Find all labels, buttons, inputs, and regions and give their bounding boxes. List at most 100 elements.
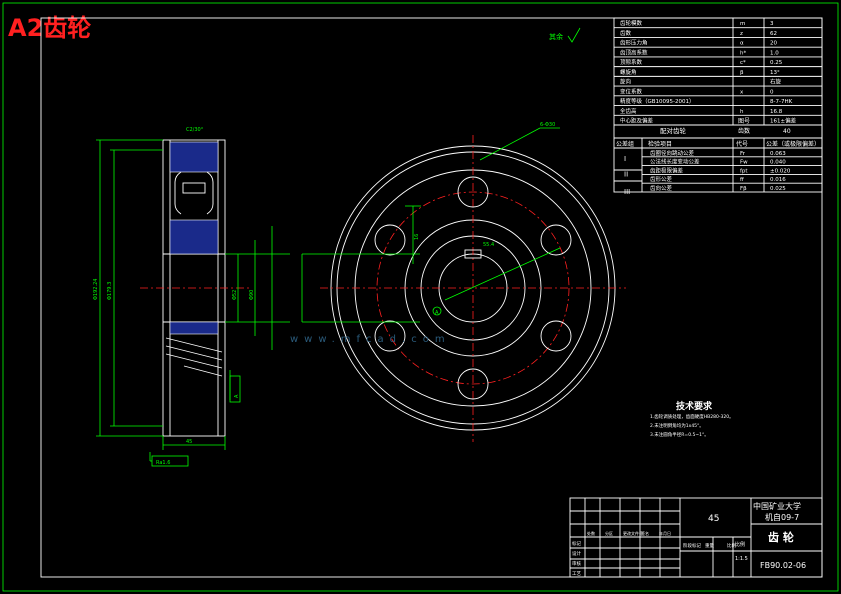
roughness-frame: Ra1.6	[156, 460, 170, 466]
mating-gear-drawing-no: 图号	[738, 118, 750, 125]
mating-gear-teeth-label: 齿数	[738, 127, 750, 135]
gear-param-value: 右旋	[770, 78, 782, 86]
gear-table-rows: 齿轮模数 m 3 齿数 z 62 齿形压力角 α 20 齿顶高系数 h* 1.0 顶隙系数 c* 0.25 螺…	[614, 19, 822, 125]
tech-req-title: 技术要求	[676, 400, 713, 412]
mating-gear-teeth-value: 40	[783, 128, 791, 135]
lightening-holes	[374, 176, 572, 400]
hole-dim: 6-Φ30	[540, 122, 555, 128]
gear-param-symbol: β	[740, 70, 744, 76]
title-block-row-label: 审核	[572, 560, 581, 567]
tolerance-value: 0.016	[770, 177, 786, 183]
tolerance-value: 0.063	[770, 151, 786, 157]
gear-param-name: 变位系数	[620, 87, 643, 95]
tolerance-item: 公法线长度变动公差	[650, 158, 700, 166]
tolerance-code: Fβ	[740, 186, 747, 192]
tolerance-item: 齿距极限偏差	[650, 166, 684, 174]
gear-param-name: 精度等级（GB10095-2001）	[620, 97, 695, 105]
class: 机自09-7	[765, 512, 799, 522]
title-block-col-label: 年月日	[659, 530, 671, 536]
hub-dim: Φ90	[249, 290, 255, 300]
scale-label: 比例	[735, 541, 745, 548]
tolerance-item: 齿圈径向跳动公差	[650, 149, 695, 157]
title-block-col-label: 处数	[587, 530, 595, 536]
gear-param-value: 0.25	[770, 60, 783, 66]
title-block-stage-label: 重量	[705, 542, 714, 549]
gear-param-name: 全齿高	[620, 107, 637, 115]
gear-param-symbol: α	[740, 41, 744, 47]
datum-frame: A	[234, 394, 240, 398]
tolerance-table: 公差组 检验项目 代号 公差（或极限偏差） I 齿圈径向跳动公差 Fr 0.063 公法线长度变…	[614, 138, 822, 196]
gear-param-symbol: h	[740, 109, 744, 115]
chamfer-dim: C2/30°	[186, 127, 204, 133]
roughness-check-icon	[567, 27, 581, 43]
tech-req-line: 2.未注明倒角均为1x45°。	[650, 422, 704, 429]
gear-param-symbol: x	[740, 89, 744, 95]
gear-param-symbol: h*	[740, 50, 746, 56]
tolerance-group: II	[624, 170, 628, 178]
title-block-col-label: 分区	[605, 530, 613, 536]
title-block-col-label: 更改文件号	[623, 530, 643, 536]
root-diameter-dim: Φ179.3	[107, 282, 113, 300]
gear-param-name: 螺旋角	[620, 68, 637, 76]
drawing-number: FB90.02-06	[760, 561, 806, 570]
gear-param-name: 齿形压力角	[620, 39, 648, 47]
tech-req-line: 1.齿轮调质处理，齿面硬度HB280-320。	[650, 413, 734, 420]
gear-param-value: 20	[770, 41, 777, 47]
tolerance-code: Fw	[740, 160, 748, 166]
material: 45	[708, 514, 719, 524]
tolerance-value: 0.040	[770, 160, 786, 166]
gear-param-value: 62	[770, 31, 777, 37]
gear-param-name: 中心距及偏差	[620, 117, 654, 125]
gear-param-symbol: c*	[740, 60, 746, 66]
title-block-row-label: 设计	[572, 550, 581, 557]
title-block-row-label: 标记	[572, 540, 581, 547]
scale-value: 1:1.5	[735, 556, 748, 562]
tolerance-header-cell: 公差组	[616, 140, 634, 148]
title-block-labels: 标记设计审核工艺处数分区更改文件号签名年月日阶段标记重量比例	[572, 530, 736, 577]
tolerance-group: I	[624, 155, 626, 163]
keyway-dim: 55.4	[483, 242, 494, 248]
tolerance-value: ±0.020	[770, 168, 791, 174]
tolerance-group: III	[624, 188, 630, 196]
gear-param-name: 齿数	[620, 29, 632, 37]
tolerance-item: 齿形公差	[650, 175, 673, 183]
gear-param-name: 齿轮模数	[620, 19, 643, 27]
watermark: www.mfcad.com	[290, 334, 451, 345]
gear-parameter-table	[613, 17, 823, 193]
gear-param-name: 顶隙系数	[620, 58, 643, 66]
school: 中国矿业大学	[753, 501, 801, 511]
front-datum: A	[435, 310, 439, 316]
gear-param-value: 3	[770, 21, 774, 27]
side-section-view: Φ192.24 Φ179.3 Φ52 Φ90 C2/30° 45 Ra1.6 A	[93, 127, 290, 467]
width-dim: 45	[186, 439, 192, 445]
gear-param-value: 0	[770, 89, 774, 95]
title-block-row-label: 工艺	[572, 571, 581, 577]
part-name: 齿 轮	[768, 530, 794, 544]
gear-param-name: 齿顶高系数	[620, 48, 648, 56]
tolerance-header-cell: 检验项目	[648, 140, 672, 148]
tolerance-header-cell: 代号	[736, 140, 748, 148]
gear-param-value: 1.0	[770, 50, 779, 56]
gear-param-symbol: z	[740, 31, 743, 37]
title-block-col-label: 签名	[641, 530, 649, 536]
overlay-title: A2齿轮	[8, 14, 92, 42]
gear-param-value: 161±偏差	[770, 117, 797, 125]
keyway-width-dim: 16	[414, 234, 420, 240]
front-view: 55.4 6-Φ30 A 16	[301, 122, 626, 442]
tolerance-code: fpt	[740, 168, 748, 174]
tech-req-line: 3.未注圆角半径R=0.5~1°。	[650, 431, 709, 438]
tolerance-item: 齿向公差	[650, 184, 673, 192]
tolerance-header-cell: 公差（或极限偏差）	[766, 140, 820, 148]
gear-param-value: 16.8	[770, 109, 783, 115]
inner-border	[40, 17, 823, 578]
tolerance-code: Fr	[740, 151, 746, 157]
tech-requirements: 1.齿轮调质处理，齿面硬度HB280-320。 2.未注明倒角均为1x45°。 3.…	[650, 413, 734, 438]
tolerance-code: ff	[740, 177, 744, 183]
mating-gear-label: 配对齿轮	[660, 126, 687, 135]
tip-diameter-dim: Φ192.24	[93, 279, 99, 300]
mating-gear-block: 配对齿轮 图号 齿数 40	[614, 118, 822, 139]
surface-finish-label: 其余	[549, 32, 563, 41]
gear-param-symbol: m	[740, 21, 745, 27]
title-block: 45 中国矿业大学 机自09-7 齿 轮 FB90.02-06 比例 1:1.5	[569, 497, 823, 578]
